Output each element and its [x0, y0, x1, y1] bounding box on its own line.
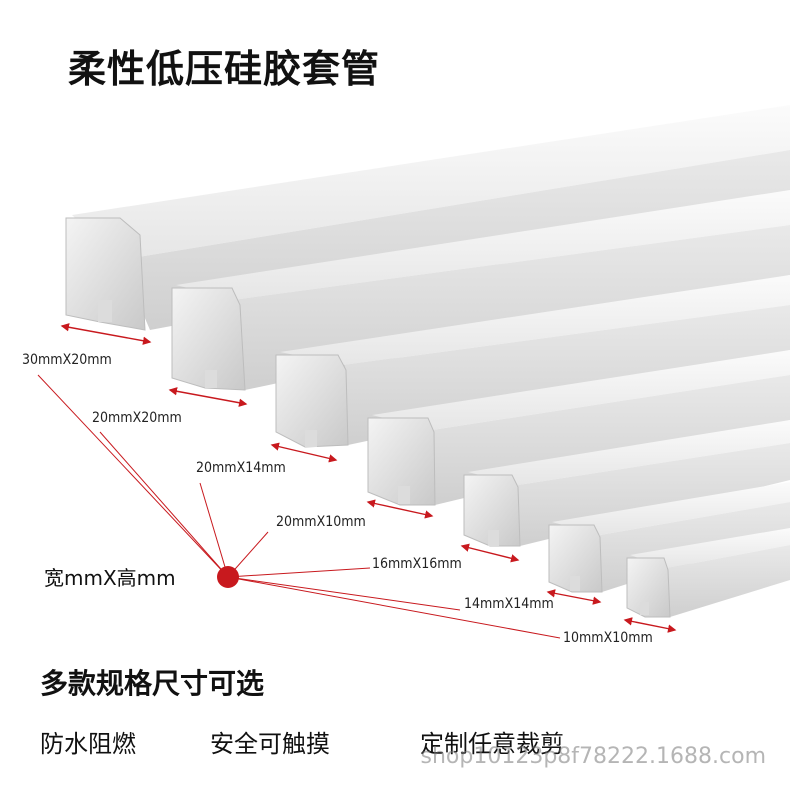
- size-label-20x14: 20mmX14mm: [196, 460, 286, 476]
- origin-dot: [217, 566, 239, 588]
- size-label-14x14: 14mmX14mm: [464, 596, 554, 612]
- width-arrows: [60, 323, 677, 633]
- watermark: shop10123p8f78222.1688.com: [420, 744, 766, 769]
- size-label-20x10: 20mmX10mm: [276, 514, 366, 530]
- feature-custom-cut: 定制任意裁剪: [420, 730, 564, 758]
- leader-lines: [37, 374, 561, 639]
- size-label-16x16: 16mmX16mm: [372, 556, 462, 572]
- size-label-10x10: 10mmX10mm: [563, 630, 653, 646]
- origin-label: 宽mmX高mm: [44, 566, 176, 590]
- page-title: 柔性低压硅胶套管: [68, 47, 381, 91]
- subtitle: 多款规格尺寸可选: [40, 667, 265, 700]
- size-label-30x20: 30mmX20mm: [22, 352, 112, 368]
- feature-waterproof: 防水阻燃: [40, 730, 136, 758]
- feature-safe-touch: 安全可触摸: [210, 730, 330, 758]
- tube-10x10: [626, 528, 790, 618]
- size-label-20x20: 20mmX20mm: [92, 410, 182, 426]
